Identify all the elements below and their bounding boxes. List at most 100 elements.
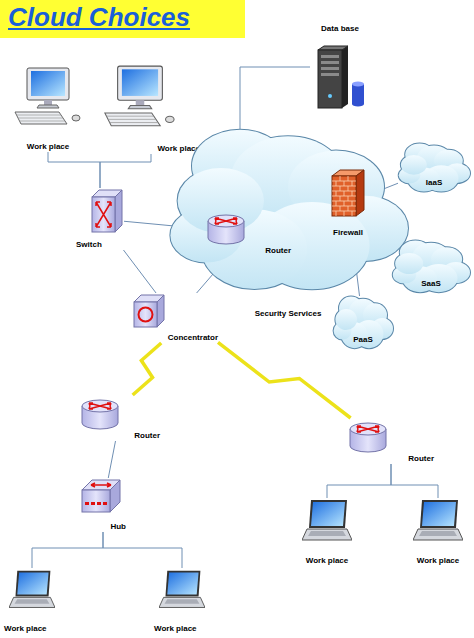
router-node: Router — [80, 395, 160, 441]
mouse — [166, 116, 175, 122]
node-label: Work place — [154, 624, 197, 634]
hub-port — [85, 502, 89, 505]
cloud-fill — [178, 168, 264, 233]
router-top — [350, 423, 386, 435]
laptop-keys — [419, 531, 457, 536]
computer-symbol — [102, 64, 178, 130]
laptop-icon — [159, 571, 205, 608]
laptop-base — [159, 597, 205, 607]
router-symbol — [80, 395, 120, 433]
network-link — [123, 250, 156, 293]
power-button — [328, 94, 332, 98]
cloud-fill — [401, 155, 427, 175]
laptop-screen — [17, 573, 48, 595]
computer-node: Work place — [102, 64, 200, 154]
computer-node: Work place — [8, 66, 88, 152]
cloud-shape — [170, 130, 408, 290]
conc-symbol — [132, 293, 166, 329]
router-node: Router — [206, 210, 291, 256]
cloud-symbol — [168, 128, 408, 301]
cloud-fill — [395, 253, 423, 274]
node-label: Router — [265, 246, 291, 256]
laptop-icon — [302, 500, 352, 540]
cloud-shape — [334, 297, 393, 349]
node-label: Router — [408, 454, 434, 464]
keyboard-row — [18, 118, 63, 119]
hub-arrow — [91, 483, 111, 487]
brick-joint — [344, 191, 345, 196]
brick-joint — [344, 211, 345, 216]
switch-arrows — [96, 202, 111, 227]
drive-slot — [321, 67, 339, 70]
node-label: Concentrator — [168, 333, 218, 343]
hub-front — [82, 490, 110, 512]
brick-joint — [340, 176, 341, 181]
network-link — [103, 532, 182, 568]
drive-slot — [321, 61, 339, 64]
keyboard — [105, 113, 160, 126]
node-label: Work place — [27, 142, 70, 152]
laptop-screen — [422, 502, 456, 526]
drive-slot — [321, 73, 339, 76]
laptop-screen — [311, 502, 345, 526]
firewall-node: Firewall — [323, 168, 373, 238]
server-icon — [318, 46, 364, 108]
drive-slot — [321, 55, 339, 58]
brick-joint — [344, 201, 345, 206]
node-label: Firewall — [333, 228, 363, 238]
laptop-lid — [420, 500, 458, 528]
laptop-lid — [15, 571, 50, 597]
laptop-symbol — [159, 568, 205, 612]
monitor-base — [37, 105, 59, 108]
router-symbol — [348, 418, 388, 456]
hub-side — [110, 480, 120, 512]
cloud-outline — [335, 309, 357, 330]
concentrator-ring — [139, 308, 153, 322]
firewall-symbol — [330, 168, 366, 218]
node-label: Data base — [321, 24, 359, 34]
brick-joint — [348, 196, 349, 201]
network-link — [327, 464, 391, 498]
network-link — [32, 532, 103, 568]
router-symbol — [206, 210, 246, 248]
laptop-symbol — [413, 498, 463, 544]
switch-node: Switch — [76, 188, 124, 250]
node-label: Hub — [110, 522, 126, 532]
network-link — [391, 464, 438, 498]
node-label: Work place — [4, 624, 47, 634]
server-node: Data base — [310, 24, 370, 110]
network-link — [100, 154, 151, 188]
firewall-side — [356, 170, 364, 216]
computer-icon — [105, 66, 174, 126]
wireless-link — [218, 342, 351, 418]
node-label: Work place — [157, 144, 200, 154]
laptop-screen — [167, 573, 198, 595]
laptop-lid — [165, 571, 200, 597]
brick-joint — [352, 191, 353, 196]
cloud-node: IaaS — [398, 143, 470, 195]
node-label: SaaS — [421, 279, 441, 289]
cloud-fill — [335, 309, 357, 330]
title-banner — [0, 0, 245, 38]
brick-joint — [352, 211, 353, 216]
conc-icon — [134, 295, 164, 327]
brick-joint — [348, 186, 349, 191]
hub-port — [97, 502, 101, 505]
node-label: Switch — [76, 240, 102, 250]
brick-joint — [340, 206, 341, 211]
cloud-shape — [399, 144, 470, 192]
firewall-icon — [332, 170, 364, 216]
node-label: Router — [134, 431, 160, 441]
node-label: IaaS — [426, 178, 442, 188]
wireless-link — [133, 343, 162, 395]
monitor-base — [128, 106, 151, 109]
disk-body — [352, 84, 364, 107]
cloud-symbol — [398, 143, 470, 195]
monitor-neck — [44, 100, 52, 105]
laptop-icon — [9, 571, 55, 608]
server-symbol — [314, 44, 366, 110]
